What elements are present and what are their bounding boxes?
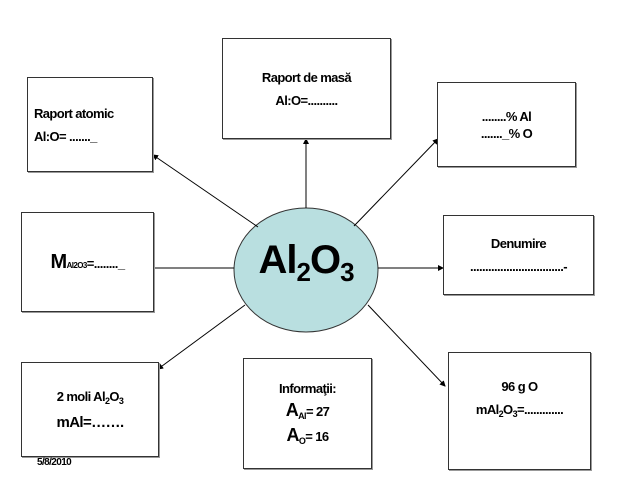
moles-title: 2 moli Al2O3 <box>56 388 124 406</box>
info-a-al: AAl= 27 <box>285 400 330 421</box>
arrow-atomic <box>152 154 259 228</box>
name-title: Denumire <box>490 236 547 251</box>
arrow-percent <box>353 138 439 227</box>
moles-mass-al: mAl=……. <box>56 413 124 431</box>
percent-o: ......._% O <box>480 125 533 141</box>
name-value: ...............................- <box>469 259 568 274</box>
info-title: Informaţii: <box>279 381 337 396</box>
mass-ratio-value: Al:O=.......... <box>275 92 338 108</box>
box-percent: ........% Al ......._% O <box>437 82 576 167</box>
info-a-o: AO= 16 <box>286 425 329 446</box>
center-formula: Al2O3 <box>258 238 354 287</box>
box-atomic-ratio: Raport atomic Al:O= ......._ <box>27 77 153 172</box>
box-mass-ratio: Raport de masă Al:O=.......... <box>222 38 391 139</box>
atomic-ratio-title: Raport atomic <box>34 105 114 121</box>
date-label: 5/8/2010 <box>37 457 72 468</box>
box-moles: 2 moli Al2O3 mAl=……. <box>21 362 159 457</box>
box-info: Informaţii: AAl= 27 AO= 16 <box>243 358 372 469</box>
arrow-moles <box>157 304 246 370</box>
molar-mass-value: MAl2O3=........_ <box>50 250 126 273</box>
percent-al: ........% Al <box>481 108 532 124</box>
atomic-ratio-value: Al:O= ......._ <box>34 128 97 144</box>
arrow-oxygen <box>367 304 446 387</box>
oxygen-title: 96 g O <box>501 379 538 394</box>
box-name: Denumire ...............................… <box>443 215 594 295</box>
oxygen-mass-value: mAl2O3=............. <box>475 402 564 419</box>
mass-ratio-title: Raport de masă <box>261 69 352 85</box>
box-oxygen-mass: 96 g O mAl2O3=............. <box>448 352 591 470</box>
box-molar-mass: MAl2O3=........_ <box>21 212 154 312</box>
